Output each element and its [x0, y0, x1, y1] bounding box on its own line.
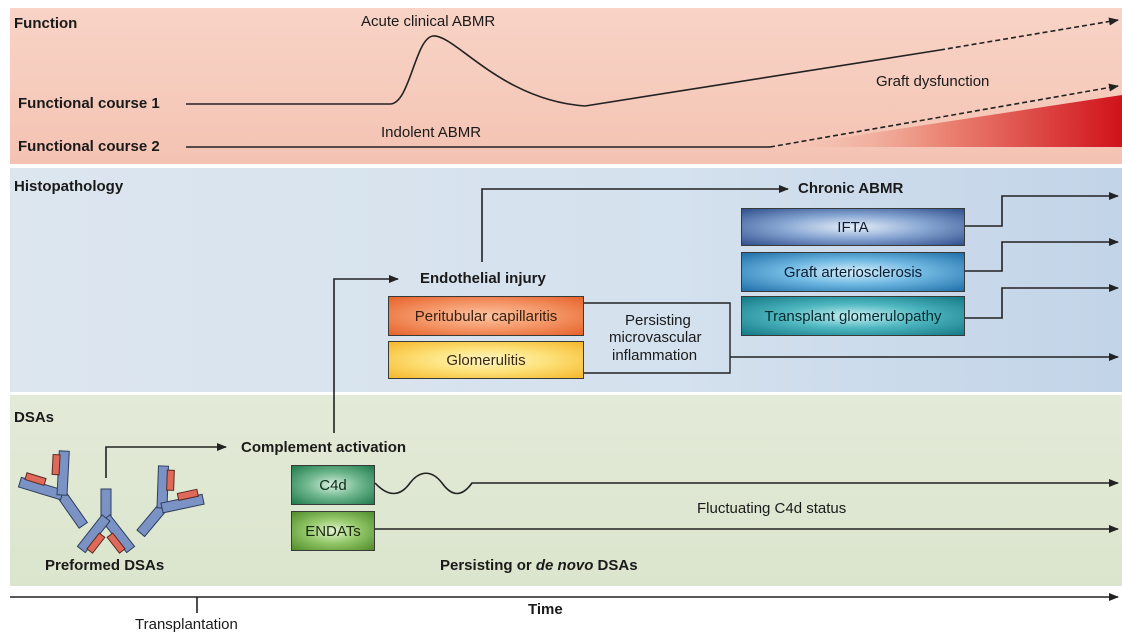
complement-activation-label: Complement activation [241, 439, 407, 456]
dysfunction-wedge [780, 95, 1122, 147]
course2-dashed [769, 83, 1119, 148]
transplant-glomerulopathy-box: Transplant glomerulopathy [741, 296, 965, 336]
acute-abmr-label: Acute clinical ABMR [361, 13, 496, 30]
ifta-box: IFTA [741, 208, 965, 246]
time-axis-label: Time [528, 601, 563, 618]
fluctuating-c4d-label: Fluctuating C4d status [697, 500, 847, 517]
preformed-dsas-label: Preformed DSAs [45, 557, 165, 574]
section-histopathology: Histopathology [14, 178, 124, 195]
arterio-arrow [965, 238, 1119, 272]
endats-box: ENDATs [291, 511, 375, 551]
persisting-label-line3: inflammation [612, 347, 698, 364]
graft-dysfunction-label: Graft dysfunction [876, 73, 990, 90]
transplantation-label: Transplantation [135, 616, 238, 633]
endothelial-to-chronic-arrow [481, 185, 789, 262]
antibody-right-icon [136, 465, 205, 538]
section-function: Function [14, 15, 78, 32]
course1-rise [584, 49, 941, 107]
c4d-wave-line [374, 472, 1119, 495]
c4d-box: C4d [291, 465, 375, 505]
glomerulitis-box: Glomerulitis [388, 341, 584, 379]
persisting-dsas-label: Persisting or de novo DSAs [440, 557, 638, 574]
persisting-label-line1: Persisting [625, 312, 691, 329]
course1-line [186, 35, 586, 107]
chronic-abmr-label: Chronic ABMR [798, 180, 904, 197]
course1-dashed [939, 17, 1119, 51]
graft-arteriosclerosis-box: Graft arteriosclerosis [741, 252, 965, 292]
ifta-arrow [965, 192, 1119, 227]
functional-course-1-label: Functional course 1 [18, 95, 160, 112]
indolent-abmr-label: Indolent ABMR [381, 124, 482, 141]
antibody-center-icon [76, 488, 136, 554]
complement-to-endothelial-arrow [333, 275, 399, 433]
persisting-bracket [584, 302, 731, 374]
antibody-left-icon [17, 450, 89, 529]
dsa-to-complement-arrow [105, 443, 227, 478]
peritubular-capillaritis-box: Peritubular capillaritis [388, 296, 584, 336]
functional-course-2-label: Functional course 2 [18, 138, 160, 155]
endothelial-injury-label: Endothelial injury [420, 270, 546, 287]
section-dsas: DSAs [14, 409, 55, 426]
glomerulopathy-arrow [965, 284, 1119, 319]
persisting-label-line2: microvascular [609, 329, 702, 346]
